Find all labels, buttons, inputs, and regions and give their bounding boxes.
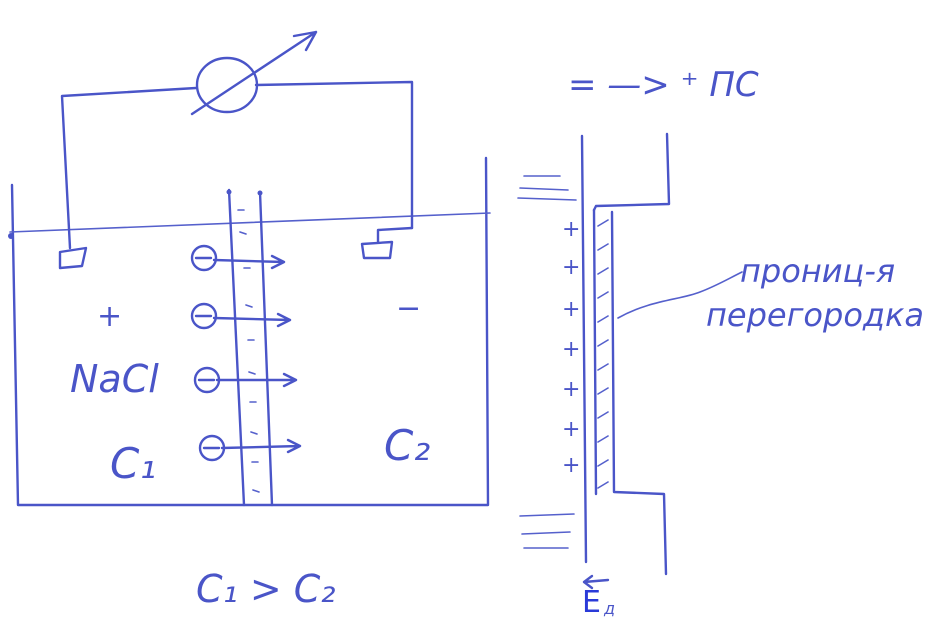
charge-plus: + [562, 453, 580, 478]
field-label-subscript: д [603, 599, 615, 618]
electrolyte-label: NaCl [70, 357, 159, 401]
concentration-relation: C₁ > C₂ [196, 567, 336, 611]
field-arrow [582, 574, 610, 590]
charge-plus: + [562, 377, 580, 402]
concentration-left-label: C₁ [110, 439, 156, 488]
drift-arrow [212, 254, 286, 270]
inner-hatch [597, 219, 609, 489]
charge-plus: + [562, 255, 580, 280]
charge-plus: + [562, 337, 580, 362]
partition-hatch [237, 209, 260, 493]
flow-lines-bottom [519, 513, 575, 549]
meter-icon [195, 56, 259, 114]
flow-lines-top [517, 175, 577, 201]
field-label: E [582, 585, 601, 620]
meter-needle-arrow [190, 30, 318, 116]
drift-arrow [215, 372, 298, 388]
channel-wall-left [580, 134, 588, 564]
concentration-right-label: C₂ [384, 421, 430, 470]
charge-plus: + [562, 417, 580, 442]
liquid-surface [9, 212, 491, 233]
cell-partition [227, 188, 274, 507]
charge-plus: + [562, 217, 580, 242]
drift-arrow [212, 312, 292, 328]
left-cell: + − NaCl C₁ C₂ C₁ > C₂ [8, 30, 491, 611]
right-sketch: = —> ⁺ ПС + + + + + + + прониц-я перегор… [517, 65, 924, 620]
partition-label-line1: прониц-я [740, 252, 895, 290]
leader-line [617, 271, 743, 319]
left-electrode [58, 246, 88, 270]
anion-row [190, 244, 302, 462]
channel-wall-right [592, 132, 671, 576]
plus-sign: + [97, 299, 122, 334]
inner-partition [592, 208, 598, 496]
minus-sign: − [396, 291, 421, 326]
top-label: = —> ⁺ ПС [568, 65, 759, 105]
surface-dot [8, 233, 14, 239]
vessel-outline [10, 156, 490, 507]
right-electrode [360, 226, 414, 260]
circuit-wire [60, 80, 414, 250]
partition-label-line2: перегородка [706, 296, 924, 334]
charge-plus: + [562, 297, 580, 322]
anion-circle [190, 244, 218, 272]
anion-circle [190, 302, 218, 330]
wall-charges: + + + + + + + [562, 217, 580, 478]
drift-arrow [220, 438, 302, 454]
